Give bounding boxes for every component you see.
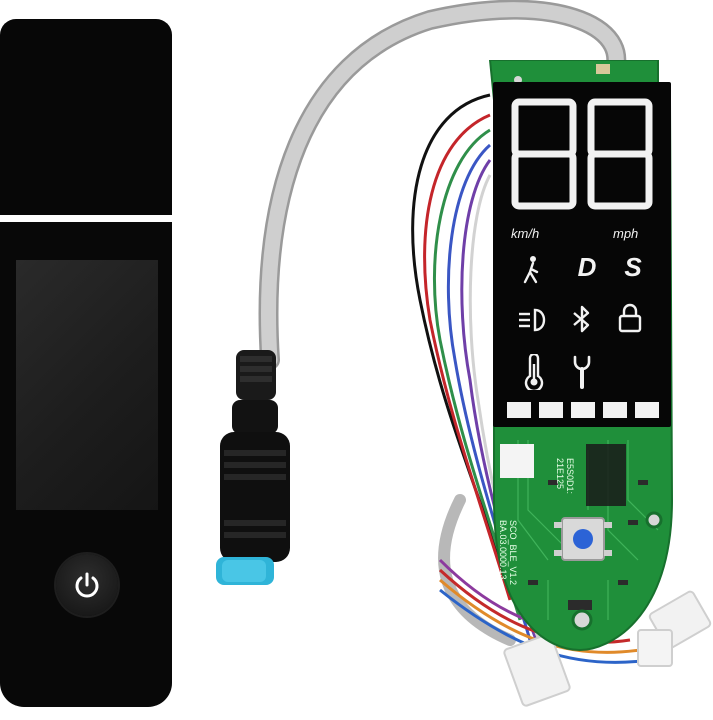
- power-button[interactable]: [56, 554, 118, 616]
- battery-bar-3: [571, 402, 595, 418]
- mode-d-indicator: D: [577, 252, 597, 282]
- speed-digits: [511, 98, 653, 210]
- board-code-2: 21E125: [555, 458, 565, 490]
- wrench-icon: [569, 354, 595, 390]
- battery-bar-1: [507, 402, 531, 418]
- dashboard-display-window: [16, 260, 158, 510]
- dashboard-cover-top: [0, 19, 172, 215]
- lock-icon: [617, 302, 643, 334]
- thermometer-icon: [523, 352, 545, 393]
- battery-bar-2: [539, 402, 563, 418]
- cable-connector: [216, 350, 290, 585]
- battery-bar-5: [635, 402, 659, 418]
- battery-bar-4: [603, 402, 627, 418]
- board-label-part: BA.03.0000.13: [498, 520, 508, 580]
- board-code-1: E5S0D1:: [565, 458, 575, 495]
- power-icon: [75, 572, 99, 598]
- unit-mph: mph: [613, 226, 639, 241]
- walk-icon: [519, 254, 547, 284]
- led-display: km/h mph D S: [493, 82, 671, 427]
- unit-kmh: km/h: [511, 226, 540, 241]
- headlight-icon: [517, 306, 549, 334]
- mode-s-indicator: S: [624, 252, 642, 282]
- bluetooth-icon: [569, 304, 595, 334]
- board-label-version: SCO_BLE_V1.2: [508, 520, 518, 586]
